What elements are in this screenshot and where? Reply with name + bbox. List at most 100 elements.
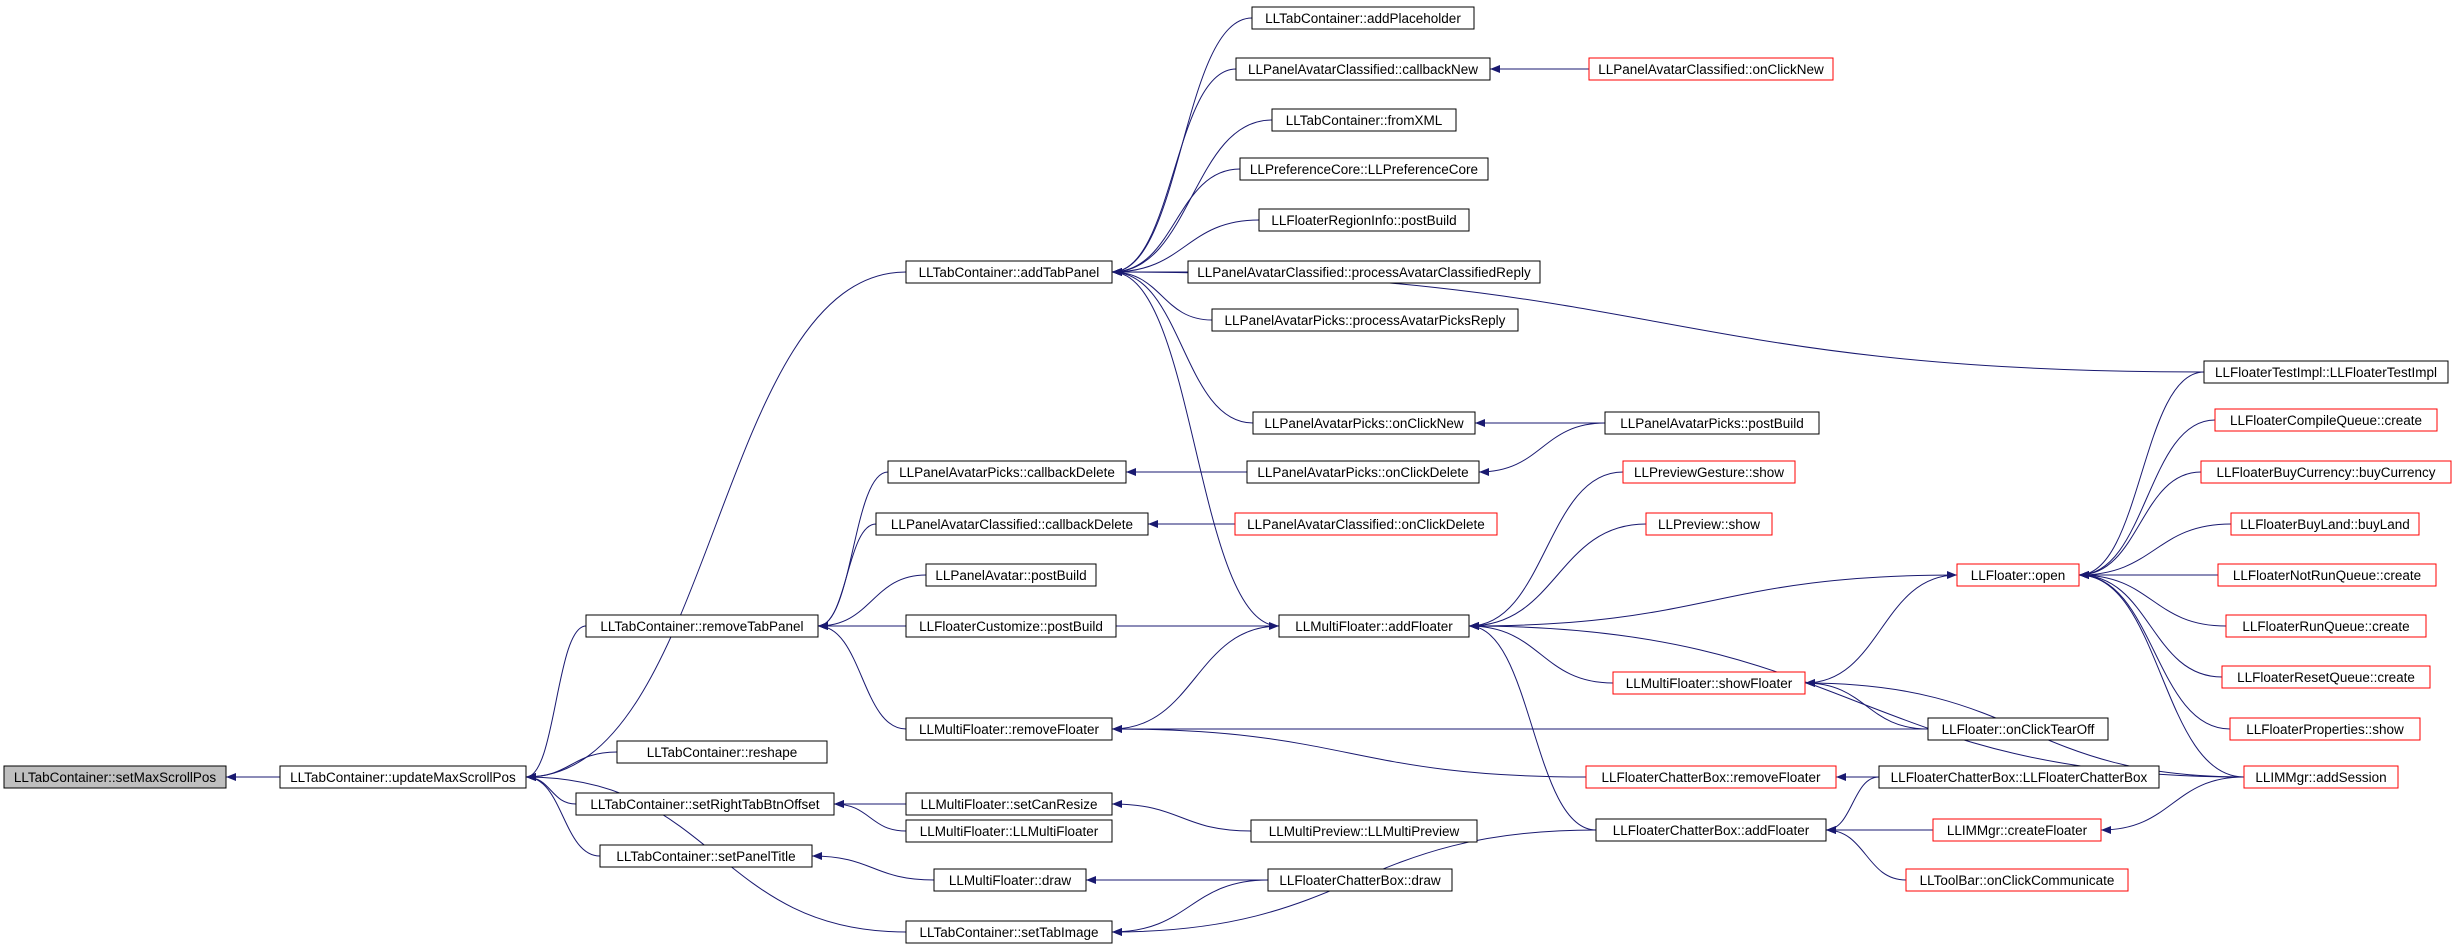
graph-node-panelAvatarPostBuild[interactable]: LLPanelAvatar::postBuild — [925, 563, 1097, 587]
node-box[interactable] — [1258, 208, 1470, 232]
graph-node-setMaxScrollPos[interactable]: LLTabContainer::setMaxScrollPos — [3, 765, 227, 789]
graph-node-imCreateFloater[interactable]: LLIMMgr::createFloater — [1932, 818, 2102, 842]
graph-node-reshape[interactable]: LLTabContainer::reshape — [616, 740, 828, 764]
node-box[interactable] — [2203, 360, 2449, 384]
graph-node-testImpl[interactable]: LLFloaterTestImpl::LLFloaterTestImpl — [2203, 360, 2449, 384]
node-box[interactable] — [1278, 614, 1470, 638]
node-box[interactable] — [1251, 6, 1475, 30]
node-box[interactable] — [1932, 818, 2102, 842]
node-box[interactable] — [905, 792, 1113, 816]
graph-node-papPostBuild[interactable]: LLPanelAvatarPicks::postBuild — [1604, 411, 1820, 435]
node-box[interactable] — [2200, 460, 2452, 484]
node-box[interactable] — [2243, 765, 2399, 789]
node-box[interactable] — [1595, 818, 1827, 842]
graph-node-mfCtor[interactable]: LLMultiFloater::LLMultiFloater — [905, 819, 1113, 843]
graph-node-papOnClickDelete[interactable]: LLPanelAvatarPicks::onClickDelete — [1246, 460, 1480, 484]
graph-node-customizePostBuild[interactable]: LLFloaterCustomize::postBuild — [905, 614, 1117, 638]
node-box[interactable] — [1612, 671, 1806, 695]
node-box[interactable] — [2225, 614, 2427, 638]
node-box[interactable] — [1252, 411, 1476, 435]
node-box[interactable] — [1622, 460, 1796, 484]
node-box[interactable] — [1234, 512, 1498, 536]
graph-node-prefCore[interactable]: LLPreferenceCore::LLPreferenceCore — [1239, 157, 1489, 181]
graph-node-fOnClickTearOff[interactable]: LLFloater::onClickTearOff — [1927, 717, 2109, 741]
graph-node-setPanelTitle[interactable]: LLTabContainer::setPanelTitle — [599, 844, 813, 868]
node-box[interactable] — [905, 260, 1113, 284]
node-box[interactable] — [599, 844, 813, 868]
node-box[interactable] — [1956, 563, 2080, 587]
graph-node-fOpen[interactable]: LLFloater::open — [1956, 563, 2080, 587]
graph-node-fcbCtor[interactable]: LLFloaterChatterBox::LLFloaterChatterBox — [1878, 765, 2160, 789]
node-box[interactable] — [1239, 157, 1489, 181]
node-box[interactable] — [905, 717, 1113, 741]
node-box[interactable] — [905, 819, 1113, 843]
graph-node-mpCtor[interactable]: LLMultiPreview::LLMultiPreview — [1250, 819, 1478, 843]
graph-node-removeTabPanel[interactable]: LLTabContainer::removeTabPanel — [585, 614, 819, 638]
node-box[interactable] — [616, 740, 828, 764]
graph-node-papCallbackDelete[interactable]: LLPanelAvatarPicks::callbackDelete — [887, 460, 1127, 484]
node-box[interactable] — [2217, 563, 2437, 587]
graph-node-updateMaxScrollPos[interactable]: LLTabContainer::updateMaxScrollPos — [279, 765, 527, 789]
graph-node-compileQueue[interactable]: LLFloaterCompileQueue::create — [2214, 408, 2438, 432]
graph-node-toolbarComm[interactable]: LLToolBar::onClickCommunicate — [1905, 868, 2129, 892]
graph-node-addTabPanel[interactable]: LLTabContainer::addTabPanel — [905, 260, 1113, 284]
graph-node-notRunQueue[interactable]: LLFloaterNotRunQueue::create — [2217, 563, 2437, 587]
node-box[interactable] — [1927, 717, 2109, 741]
graph-node-fcbDraw[interactable]: LLFloaterChatterBox::draw — [1267, 868, 1453, 892]
node-box[interactable] — [1604, 411, 1820, 435]
node-box[interactable] — [925, 563, 1097, 587]
node-box[interactable] — [1645, 512, 1773, 536]
node-box[interactable] — [887, 460, 1127, 484]
node-box[interactable] — [1267, 868, 1453, 892]
graph-node-fromXML[interactable]: LLTabContainer::fromXML — [1271, 108, 1457, 132]
node-box[interactable] — [905, 920, 1113, 944]
node-box[interactable] — [1905, 868, 2129, 892]
graph-node-mfShowFloater[interactable]: LLMultiFloater::showFloater — [1612, 671, 1806, 695]
graph-node-mfSetCanResize[interactable]: LLMultiFloater::setCanResize — [905, 792, 1113, 816]
node-box[interactable] — [279, 765, 527, 789]
graph-node-previewGesture[interactable]: LLPreviewGesture::show — [1622, 460, 1796, 484]
node-box[interactable] — [1235, 57, 1491, 81]
node-box[interactable] — [2230, 512, 2420, 536]
node-box[interactable] — [933, 868, 1087, 892]
node-box[interactable] — [585, 614, 819, 638]
node-box[interactable] — [1878, 765, 2160, 789]
node-box[interactable] — [1211, 308, 1519, 332]
graph-node-floaterProps[interactable]: LLFloaterProperties::show — [2229, 717, 2421, 741]
graph-node-procPicks[interactable]: LLPanelAvatarPicks::processAvatarPicksRe… — [1211, 308, 1519, 332]
node-box[interactable] — [875, 512, 1149, 536]
graph-node-imAddSession[interactable]: LLIMMgr::addSession — [2243, 765, 2399, 789]
graph-node-papOnClickNew[interactable]: LLPanelAvatarPicks::onClickNew — [1252, 411, 1476, 435]
node-box[interactable] — [1187, 260, 1541, 284]
graph-node-pacOnClickNew[interactable]: LLPanelAvatarClassified::onClickNew — [1588, 57, 1834, 81]
graph-node-setRightTabBtnOffset[interactable]: LLTabContainer::setRightTabBtnOffset — [575, 792, 835, 816]
graph-node-mfDraw[interactable]: LLMultiFloater::draw — [933, 868, 1087, 892]
graph-node-runQueue[interactable]: LLFloaterRunQueue::create — [2225, 614, 2427, 638]
graph-node-setTabImage[interactable]: LLTabContainer::setTabImage — [905, 920, 1113, 944]
node-box[interactable] — [1250, 819, 1478, 843]
graph-node-procClassified[interactable]: LLPanelAvatarClassified::processAvatarCl… — [1187, 260, 1541, 284]
graph-node-mfRemoveFloater[interactable]: LLMultiFloater::removeFloater — [905, 717, 1113, 741]
node-box[interactable] — [3, 765, 227, 789]
graph-node-mfAddFloater[interactable]: LLMultiFloater::addFloater — [1278, 614, 1470, 638]
node-box[interactable] — [2214, 408, 2438, 432]
graph-node-resetQueue[interactable]: LLFloaterResetQueue::create — [2221, 665, 2431, 689]
graph-node-fcbRemoveFloater[interactable]: LLFloaterChatterBox::removeFloater — [1585, 765, 1837, 789]
node-box[interactable] — [905, 614, 1117, 638]
node-box[interactable] — [2229, 717, 2421, 741]
graph-node-buyCurrency[interactable]: LLFloaterBuyCurrency::buyCurrency — [2200, 460, 2452, 484]
node-box[interactable] — [1246, 460, 1480, 484]
graph-node-pacCallbackNew[interactable]: LLPanelAvatarClassified::callbackNew — [1235, 57, 1491, 81]
node-box[interactable] — [1271, 108, 1457, 132]
graph-node-pacOnClickDelete[interactable]: LLPanelAvatarClassified::onClickDelete — [1234, 512, 1498, 536]
graph-node-fcbAddFloater[interactable]: LLFloaterChatterBox::addFloater — [1595, 818, 1827, 842]
graph-node-buyLand[interactable]: LLFloaterBuyLand::buyLand — [2230, 512, 2420, 536]
graph-node-regionInfo[interactable]: LLFloaterRegionInfo::postBuild — [1258, 208, 1470, 232]
graph-node-previewShow[interactable]: LLPreview::show — [1645, 512, 1773, 536]
node-box[interactable] — [575, 792, 835, 816]
graph-node-pacCallbackDelete[interactable]: LLPanelAvatarClassified::callbackDelete — [875, 512, 1149, 536]
node-box[interactable] — [1585, 765, 1837, 789]
node-box[interactable] — [2221, 665, 2431, 689]
graph-node-addPlaceholder[interactable]: LLTabContainer::addPlaceholder — [1251, 6, 1475, 30]
node-box[interactable] — [1588, 57, 1834, 81]
